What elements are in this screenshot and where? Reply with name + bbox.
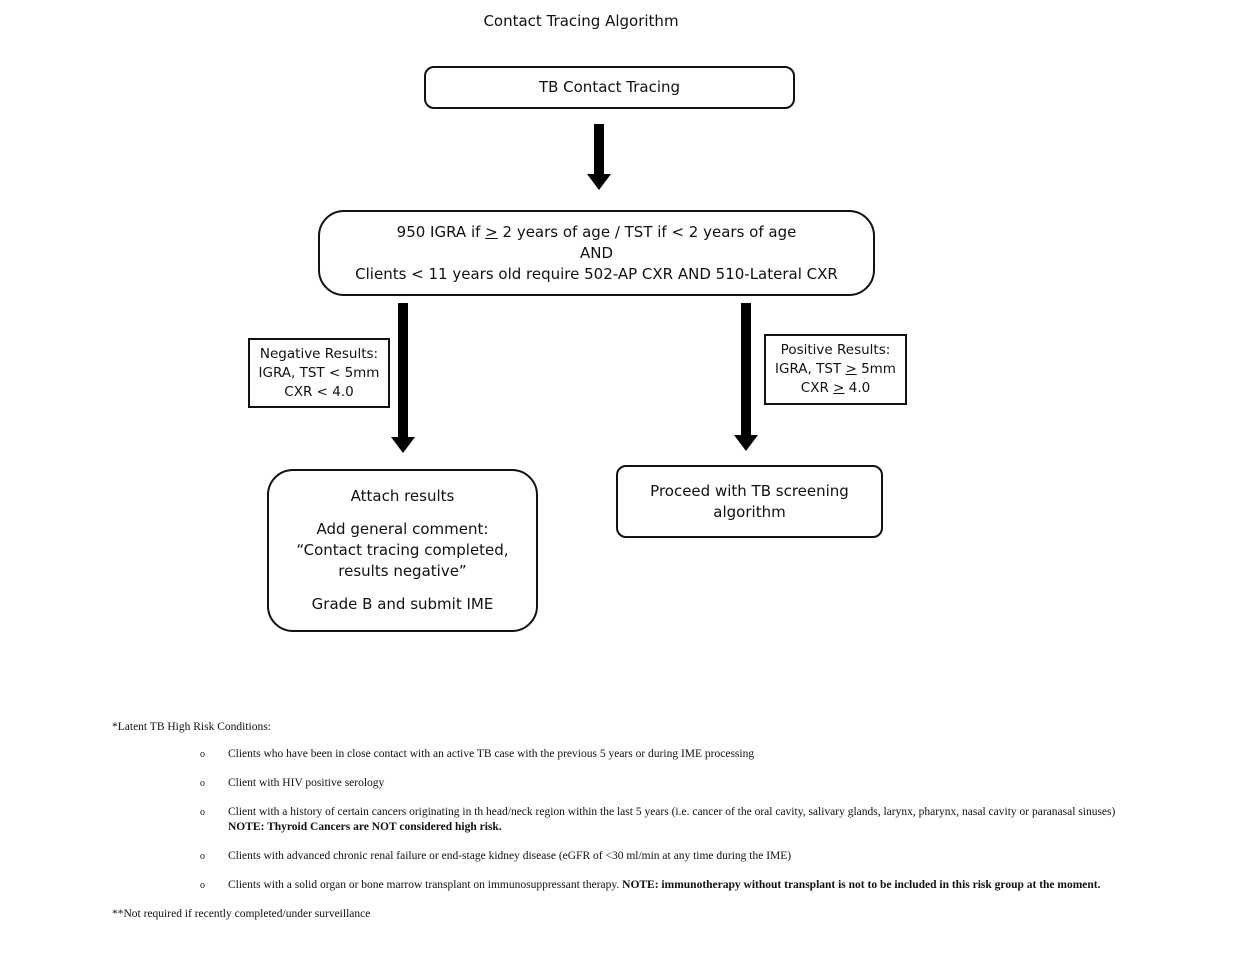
attach-line-3: “Contact tracing completed, bbox=[296, 541, 509, 559]
risk-conditions-list: o Clients who have been in close contact… bbox=[112, 747, 1142, 893]
testing-line-2: AND bbox=[579, 243, 614, 262]
negative-line-3: CXR < 4.0 bbox=[284, 383, 354, 400]
arrowhead-to-proceed bbox=[734, 435, 758, 451]
label-positive-results: Positive Results: IGRA, TST > 5mm CXR > … bbox=[764, 334, 907, 405]
negative-line-2: IGRA, TST < 5mm bbox=[258, 364, 380, 381]
positive-line-2: IGRA, TST > 5mm bbox=[775, 361, 896, 377]
circle-bullet-icon: o bbox=[200, 807, 205, 818]
footer-note: **Not required if recently completed/und… bbox=[112, 908, 371, 920]
list-item: o Client with a history of certain cance… bbox=[200, 806, 1116, 833]
arrow-shaft-to-attach bbox=[398, 303, 408, 438]
attach-line-2: Add general comment: bbox=[316, 520, 489, 538]
diagram-title: Contact Tracing Algorithm bbox=[483, 12, 679, 30]
list-item: o Client with HIV positive serology bbox=[200, 777, 385, 789]
label-negative-results: Negative Results: IGRA, TST < 5mm CXR < … bbox=[248, 338, 390, 408]
positive-line-3: CXR > 4.0 bbox=[800, 380, 871, 396]
arrowhead-to-attach bbox=[391, 437, 415, 453]
attach-line-1: Attach results bbox=[350, 487, 455, 505]
attach-line-5: Grade B and submit IME bbox=[311, 595, 494, 613]
circle-bullet-icon: o bbox=[200, 851, 205, 862]
testing-line-1: 950 IGRA if > 2 years of age / TST if < … bbox=[396, 222, 797, 241]
proceed-line-1: Proceed with TB screening bbox=[650, 481, 849, 500]
circle-bullet-icon: o bbox=[200, 880, 205, 891]
arrow-shaft-start-to-testing bbox=[594, 124, 604, 175]
circle-bullet-icon: o bbox=[200, 778, 205, 789]
negative-line-1: Negative Results: bbox=[259, 345, 379, 362]
node-tb-contact-tracing-label: TB Contact Tracing bbox=[538, 78, 681, 96]
arrowhead-start-to-testing bbox=[587, 174, 611, 190]
list-item: o Clients who have been in close contact… bbox=[200, 748, 755, 760]
list-item: o Clients with a solid organ or bone mar… bbox=[200, 879, 1101, 891]
notes-heading: *Latent TB High Risk Conditions: bbox=[112, 721, 271, 733]
risk-conditions-notes: *Latent TB High Risk Conditions: o Clien… bbox=[112, 720, 1142, 934]
node-tb-contact-tracing: TB Contact Tracing bbox=[424, 66, 795, 109]
arrow-shaft-to-proceed bbox=[741, 303, 751, 436]
node-attach-results: Attach results Add general comment: “Con… bbox=[267, 469, 538, 632]
testing-line-3: Clients < 11 years old require 502-AP CX… bbox=[355, 264, 838, 283]
list-item: o Clients with advanced chronic renal fa… bbox=[200, 850, 792, 862]
attach-line-4: results negative” bbox=[338, 562, 467, 580]
proceed-line-2: algorithm bbox=[713, 502, 786, 521]
node-testing-requirements: 950 IGRA if > 2 years of age / TST if < … bbox=[318, 210, 875, 296]
circle-bullet-icon: o bbox=[200, 749, 205, 760]
node-proceed-screening: Proceed with TB screening algorithm bbox=[616, 465, 883, 538]
positive-line-1: Positive Results: bbox=[780, 342, 891, 358]
